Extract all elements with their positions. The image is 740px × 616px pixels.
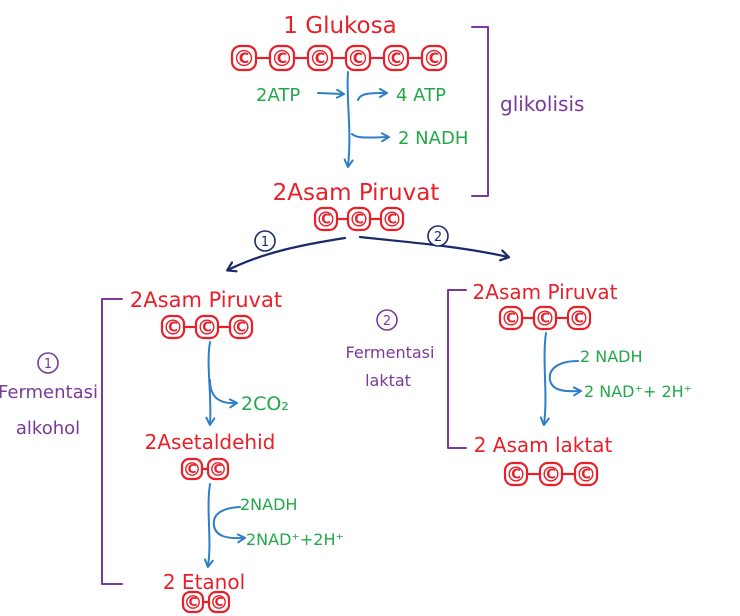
carbon-symbol: C [239,51,249,67]
alcohol-nad-label: 2NAD⁺+2H⁺ [246,530,344,549]
carbon-symbol: C [429,51,439,67]
carbon-symbol: C [353,51,363,67]
alcohol-nad-arrow [212,506,246,544]
carbon-atom: C [538,461,564,487]
carbon-symbol: C [387,213,397,228]
atp-out-arrow [357,88,388,101]
carbon-symbol: C [321,213,331,228]
carbon-symbol: C [236,321,246,336]
carbon-symbol: C [540,312,550,327]
pyruvate-label: 2Asam Piruvat [273,180,440,206]
alcohol-label-line1: Fermentasi [0,382,98,403]
carbon-atom: C [206,457,230,481]
carbon-symbol: C [511,468,521,483]
lactic-bracket [447,289,467,449]
lactic-main-arrow [539,332,550,426]
alcohol-label-line2: alkohol [16,418,80,439]
carbon-atom: C [230,44,258,72]
carbon-atom: C [382,44,410,72]
glycolysis-main-arrow [343,71,354,168]
carbon-atom: C [313,206,339,232]
carbon-symbol: C [315,51,325,67]
carbon-atom: C [566,305,592,331]
carbon-symbol: C [214,462,223,476]
lactic-label-line2: laktat [365,371,411,390]
atp-out-label: 4 ATP [396,85,446,106]
carbon-atom: C [228,314,254,340]
glycolysis-bracket [471,26,489,197]
carbon-atom: C [268,44,296,72]
alcohol-pyruvate-label: 2Asam Piruvat [130,288,282,312]
atp-in-label: 2ATP [256,85,300,106]
branch-number-circle-1 [254,230,276,252]
carbon-symbol: C [354,213,364,228]
carbon-atom: C [181,590,205,614]
carbon-atom: C [379,206,405,232]
carbon-symbol: C [581,468,591,483]
nadh-out-label: 2 NADH [398,128,468,149]
carbon-symbol: C [506,312,516,327]
acetaldehyde-label: 2Asetaldehid [145,430,276,454]
lactic-nadh-label: 2 NADH [580,347,643,366]
atp-in-arrow [317,88,345,99]
carbon-atom: C [498,305,524,331]
carbon-symbol: C [546,468,556,483]
alcohol-nadh-label: 2NADH [240,495,297,514]
carbon-atom: C [194,314,220,340]
co2-arrow [209,379,238,409]
lactic-number-circle [376,309,398,331]
nadh-out-arrow [351,132,390,143]
carbon-atom: C [180,457,204,481]
glycolysis-label: glikolisis [500,92,584,116]
branch-number-circle-2 [427,225,449,247]
ethanol-label: 2 Etanol [163,570,245,594]
lactic-number: 2 [383,314,391,329]
carbon-symbol: C [391,51,401,67]
lactic-nad-label: 2 NAD⁺+ 2H⁺ [584,382,692,401]
carbon-atom: C [207,590,231,614]
alcohol-number: 1 [44,357,52,372]
carbon-symbol: C [168,321,178,336]
alcohol-bracket [101,298,123,585]
lactate-label: 2 Asam laktat [474,433,613,457]
branch-arrow-alcohol [228,236,347,270]
lactic-nad-arrow [548,360,582,397]
glucose-label: 1 Glukosa [283,13,396,39]
carbon-symbol: C [215,595,224,609]
alcohol-number-circle [37,352,59,374]
carbon-symbol: C [277,51,287,67]
lactic-pyruvate-label: 2Asam Piruvat [473,280,618,304]
carbon-symbol: C [188,462,197,476]
lactic-label-line1: Fermentasi [346,343,435,362]
carbon-atom: C [160,314,186,340]
carbon-atom: C [346,206,372,232]
alcohol-step2-arrow [203,483,214,568]
carbon-symbol: C [574,312,584,327]
carbon-atom: C [532,305,558,331]
branch-number-1: 1 [261,235,269,250]
carbon-atom: C [503,461,529,487]
carbon-atom: C [573,461,599,487]
carbon-atom: C [420,44,448,72]
carbon-atom: C [344,44,372,72]
carbon-symbol: C [202,321,212,336]
branch-number-2: 2 [434,230,442,245]
carbon-symbol: C [189,595,198,609]
carbon-atom: C [306,44,334,72]
co2-label: 2CO₂ [241,393,289,415]
